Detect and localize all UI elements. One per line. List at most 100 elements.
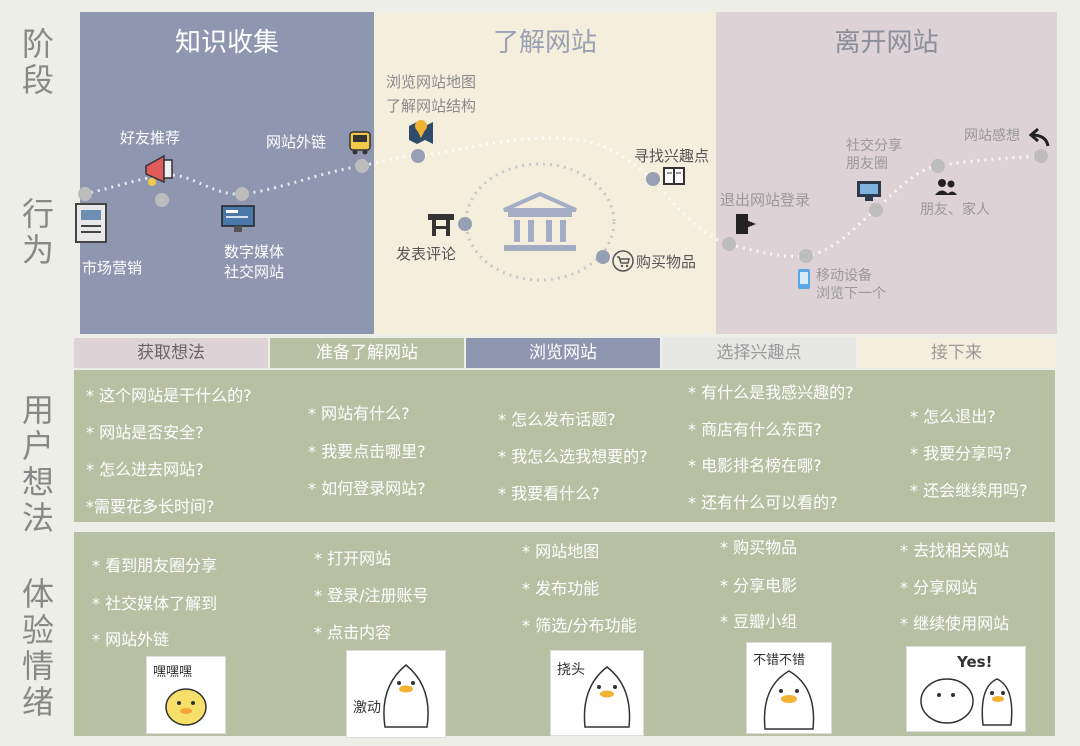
sticker-4-text: 不错不错 [753,653,806,668]
duck-sticker-4-icon [763,670,815,730]
logout-icon [736,214,756,234]
cart-icon [612,250,634,272]
node-feel [1034,149,1048,163]
action-social-share-2: 朋友圈 [846,156,888,172]
museum-icon [503,191,577,251]
action-social-share-1: 社交分享 [846,138,902,154]
emotion-5-3: * 继续使用网站 [900,614,1010,633]
news-screen-icon [857,181,881,201]
behavior-label: 行为 [21,195,54,269]
back-arrow-icon [1028,127,1050,147]
thought-5-1: * 怎么退出? [910,407,996,426]
tab-next: 接下来 [858,338,1055,368]
thought-1-1: * 这个网站是干什么的? [86,386,252,405]
action-find-interest: 寻找兴趣点 [634,147,710,165]
tab-select-interest: 选择兴趣点 [662,338,856,368]
stage-knowledge-bg [80,12,374,334]
action-mobile-2: 浏览下一个 [816,286,886,302]
sticker-1-text: 嘿嘿嘿 [153,665,193,680]
stage-label: 阶段 [21,25,54,99]
node-link [355,159,369,173]
stage-title-knowledge: 知识收集 [174,28,279,58]
thoughts-label: 用户想法 [21,391,54,537]
stage-title-learn: 了解网站 [492,28,597,58]
action-buy-item: 购买物品 [636,253,697,271]
duck-sticker-1-icon [165,688,207,726]
stage-leave-bg [716,12,1057,334]
emotion-label: 体验情绪 [21,575,54,721]
bus-icon [349,131,371,155]
thought-4-4: * 还有什么可以看的? [688,493,838,512]
action-external-link: 网站外链 [266,133,327,151]
tab-browse: 浏览网站 [466,338,660,368]
action-digital-media-2: 社交网站 [224,263,285,281]
emotion-1-3: * 网站外链 [92,630,170,649]
mobile-icon [798,269,810,289]
thought-5-3: * 还会继续用吗? [910,481,1028,500]
sticker-3: 挠头 [550,650,644,736]
node-mobile [799,249,813,263]
thought-2-1: * 网站有什么? [308,404,410,423]
tab-get-ideas: 获取想法 [74,338,268,368]
thought-4-1: * 有什么是我感兴趣的? [688,383,854,402]
book-icon [663,167,685,185]
thought-3-1: * 怎么发布话题? [498,410,616,429]
duck-sticker-3-icon [583,666,631,728]
emotion-2-2: * 登录/注册账号 [314,586,429,605]
people-icon [935,179,957,195]
emotion-3-2: * 发布功能 [522,579,600,598]
action-post-comment: 发表评论 [396,245,457,263]
sticker-2: 激动 [346,650,446,738]
sticker-1: 嘿嘿嘿 [146,656,226,734]
emotion-3-3: * 筛选/分布功能 [522,616,637,635]
node-market [78,187,92,201]
thought-2-3: * 如何登录网站? [308,479,426,498]
action-site-feel: 网站感想 [964,128,1020,144]
map-pin-icon [409,120,433,144]
sticker-4: 不错不错 [746,642,832,734]
thought-1-4: *需要花多长时间? [86,497,215,516]
duck-sticker-5-icon [920,678,1013,726]
emotion-2-3: * 点击内容 [314,623,392,642]
emotion-1-2: * 社交媒体了解到 [92,594,218,613]
thought-3-2: * 我怎么选我想要的? [498,447,648,466]
thought-5-2: * 我要分享吗? [910,444,1012,463]
table-icon [428,214,454,236]
megaphone-icon [145,154,173,186]
emotion-2-1: * 打开网站 [314,549,392,568]
thought-4-2: * 商店有什么东西? [688,420,822,439]
sticker-2-text: 激动 [353,700,381,716]
thought-1-2: * 网站是否安全? [86,423,204,442]
monitor-icon [221,205,255,232]
node-friends [931,159,945,173]
node-comment [458,217,472,231]
action-market: 市场营销 [82,259,143,277]
node-friend [155,193,169,207]
thought-4-3: * 电影排名榜在哪? [688,456,822,475]
node-digital [235,187,249,201]
thought-2-2: * 我要点击哪里? [308,442,426,461]
stage-title-leave: 离开网站 [834,28,939,58]
emotion-5-2: * 分享网站 [900,578,978,597]
emotion-4-2: * 分享电影 [720,576,798,595]
emotion-3-1: * 网站地图 [522,542,600,561]
node-map [411,149,425,163]
action-browse-map-2: 了解网站结构 [386,97,477,115]
thoughts-panel [74,370,1055,522]
newspaper-icon [75,203,107,243]
action-friends-family: 朋友、家人 [920,202,990,218]
thought-3-3: * 我要看什么? [498,484,600,503]
thought-1-3: * 怎么进去网站? [86,460,204,479]
node-share [869,203,883,217]
node-logout [722,237,736,251]
sticker-5: Yes! [906,646,1026,732]
emotion-5-1: * 去找相关网站 [900,541,1010,560]
emotion-4-1: * 购买物品 [720,538,798,557]
action-digital-media-1: 数字媒体 [224,243,285,261]
action-friend-rec: 好友推荐 [120,129,181,147]
node-interest [646,172,660,186]
sticker-5-text: Yes! [957,653,993,671]
action-mobile-1: 移动设备 [816,268,872,284]
emotion-4-3: * 豆瓣小组 [720,612,798,631]
action-logout: 退出网站登录 [720,191,811,209]
